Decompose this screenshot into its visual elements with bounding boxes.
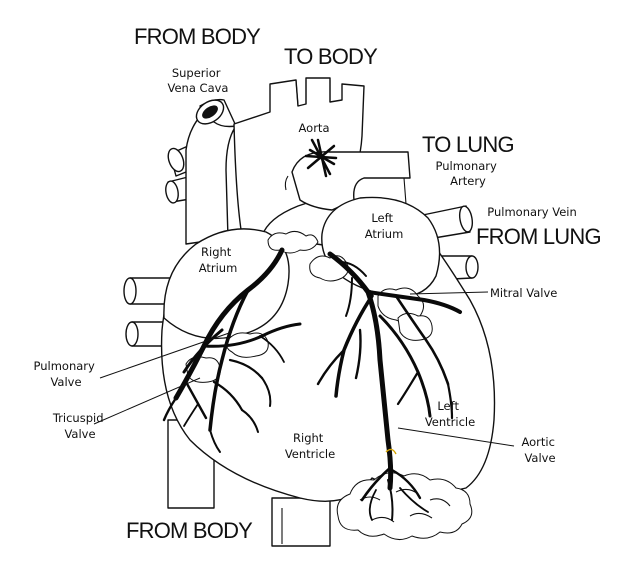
superior-vena-cava — [165, 98, 237, 245]
label-mitral-valve: Mitral Valve — [490, 286, 557, 300]
aorta — [233, 77, 365, 237]
label-aortic-valve: Aortic Valve — [521, 435, 558, 465]
heading-to-lung: TO LUNG — [422, 132, 514, 157]
label-aorta: Aorta — [299, 121, 330, 135]
heading-from-lung: FROM LUNG — [476, 224, 601, 249]
label-pointers — [93, 291, 515, 447]
aortic-valve-mark — [385, 448, 397, 455]
label-pulmonary-valve: Pulmonary Valve — [34, 359, 99, 389]
label-left-atrium: Left Atrium — [365, 211, 404, 241]
ligament-knot — [304, 138, 338, 178]
heading-from-body-top: FROM BODY — [134, 24, 261, 49]
coronary-vessels — [162, 247, 462, 521]
label-left-ventricle: Left Ventricle — [425, 399, 475, 429]
label-right-atrium: Right Atrium — [199, 245, 238, 275]
descending-vessel — [271, 497, 331, 547]
label-pulmonary-vein: Pulmonary Vein — [487, 205, 577, 219]
label-right-ventricle: Right Ventricle — [285, 431, 335, 461]
label-pulmonary-artery: Pulmonary Artery — [436, 159, 501, 188]
heading-from-body-bottom: FROM BODY — [126, 518, 253, 543]
label-superior-vena-cava: Superior Vena Cava — [168, 66, 229, 95]
heading-to-body: TO BODY — [284, 44, 378, 69]
label-tricuspid-valve: Tricuspid Valve — [52, 411, 107, 441]
